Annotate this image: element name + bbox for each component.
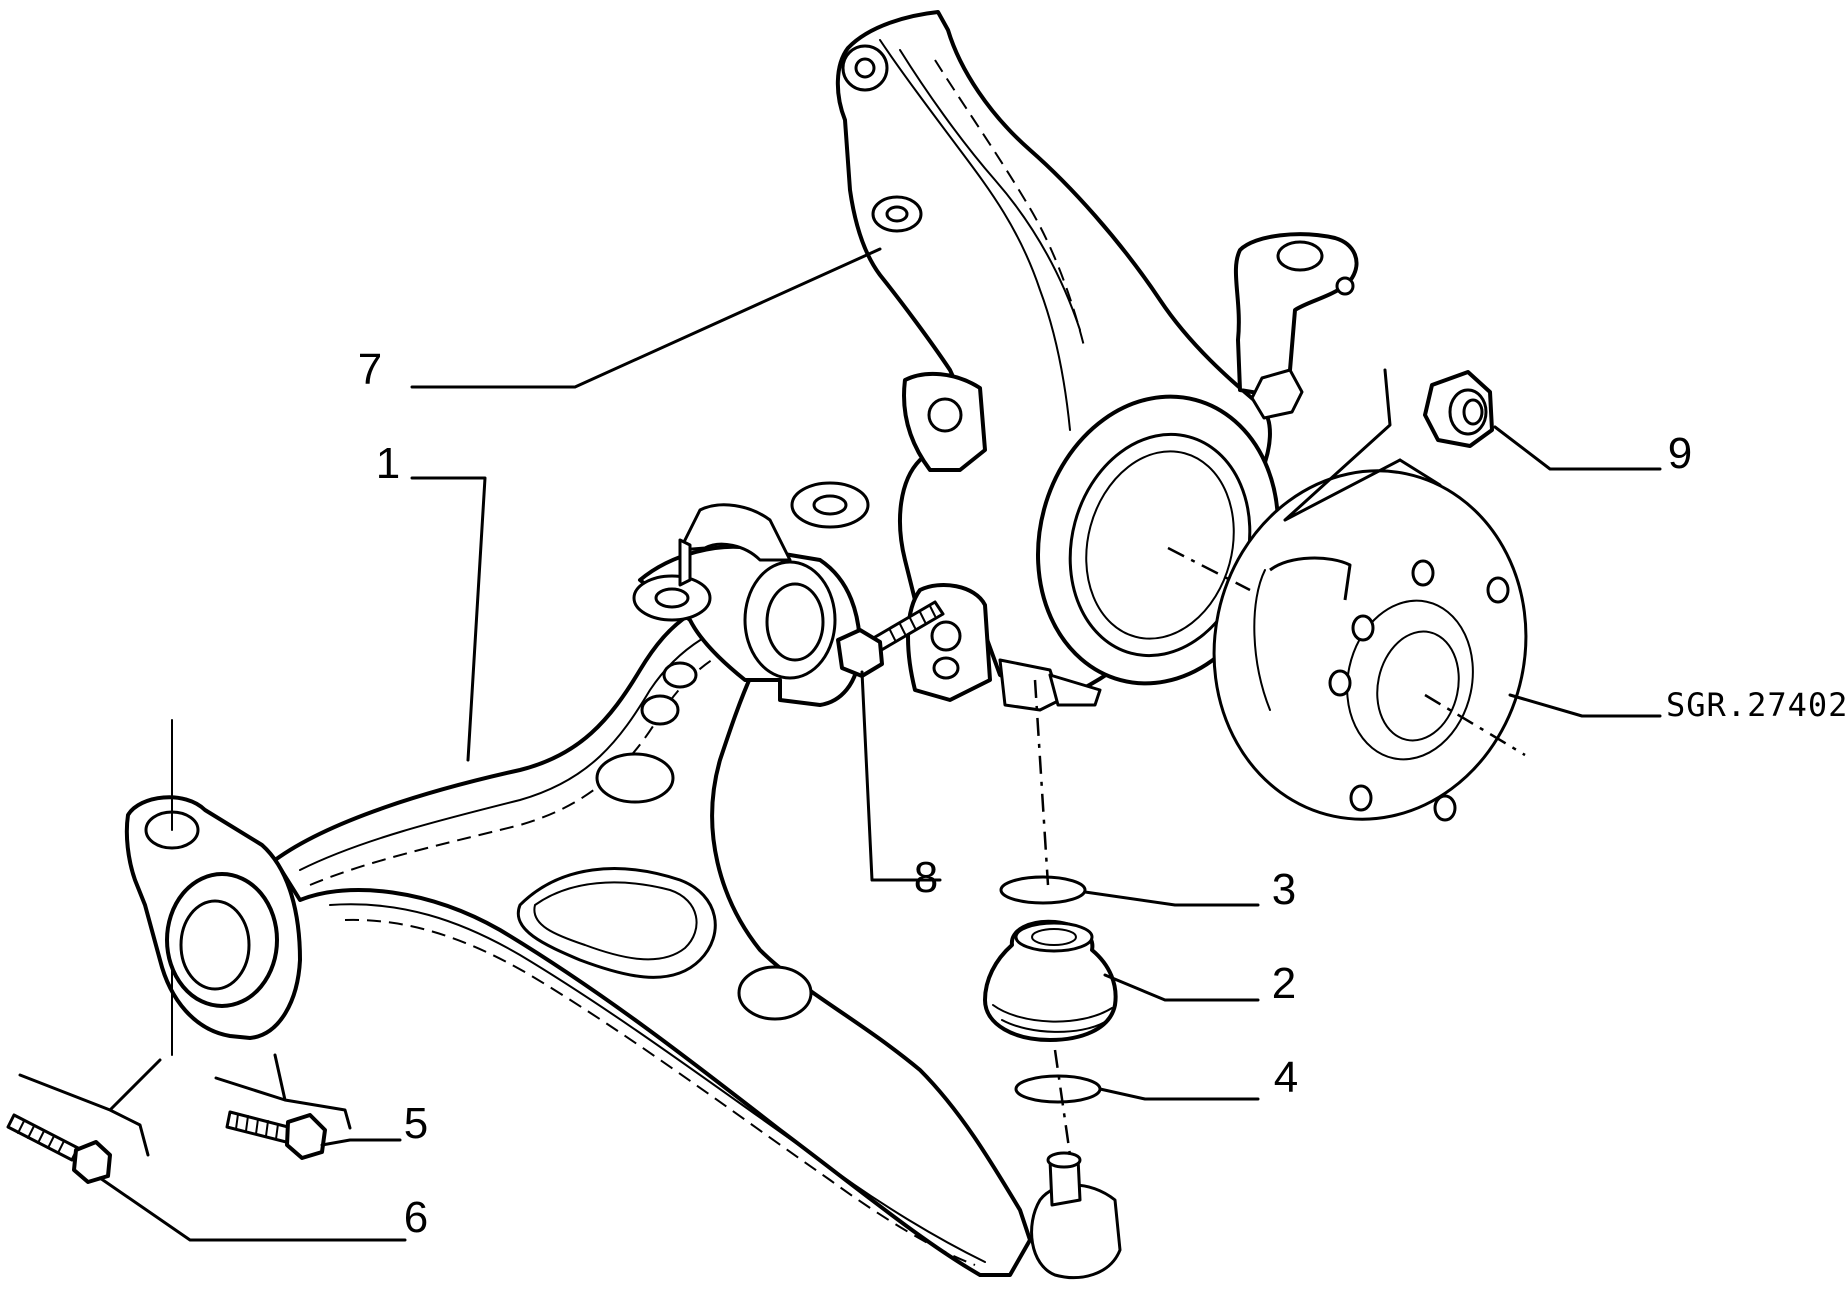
leader-line-6 <box>98 1176 407 1242</box>
callout-8: 8 <box>914 853 938 902</box>
bolt-5 <box>225 1110 327 1160</box>
callout-5: 5 <box>404 1099 428 1148</box>
axis-line <box>1033 679 1050 886</box>
hub-nut <box>1423 370 1494 448</box>
callout-1: 1 <box>376 439 400 488</box>
callout-9: 9 <box>1668 429 1692 478</box>
leader-line-4 <box>1098 1087 1260 1101</box>
leader-line-3 <box>1083 890 1260 907</box>
assembly-bracket <box>214 1053 352 1130</box>
axis-line <box>1053 1049 1072 1156</box>
callout-3: 3 <box>1272 865 1296 914</box>
assembly-bracket <box>18 1058 162 1157</box>
leader-line-1 <box>410 476 487 762</box>
reference-code: SGR.27402 <box>1666 686 1846 724</box>
leader-line-9 <box>1493 425 1662 471</box>
wishbone-control-arm <box>124 481 1122 1279</box>
ball-joint-boot <box>983 919 1118 1042</box>
leader-line-2 <box>1103 973 1260 1002</box>
bolt-8 <box>836 600 945 678</box>
axis-line <box>1167 546 1251 592</box>
leader-line-8 <box>860 670 942 882</box>
wheel-hub <box>1212 469 1528 822</box>
leader-line-ref <box>1508 693 1662 718</box>
callout-4: 4 <box>1274 1053 1298 1102</box>
callout-7: 7 <box>358 345 382 394</box>
bolt-6 <box>6 1113 112 1184</box>
callout-2: 2 <box>1272 959 1296 1008</box>
circlip-3 <box>999 875 1087 905</box>
leader-line-5 <box>320 1138 402 1147</box>
callout-6: 6 <box>404 1193 428 1242</box>
leader-line-7 <box>410 247 882 389</box>
circlip-4 <box>1014 1074 1102 1104</box>
steering-knuckle <box>835 10 1359 712</box>
ball-joint-pin <box>1046 1151 1082 1207</box>
assembly-bracket <box>1283 368 1442 522</box>
